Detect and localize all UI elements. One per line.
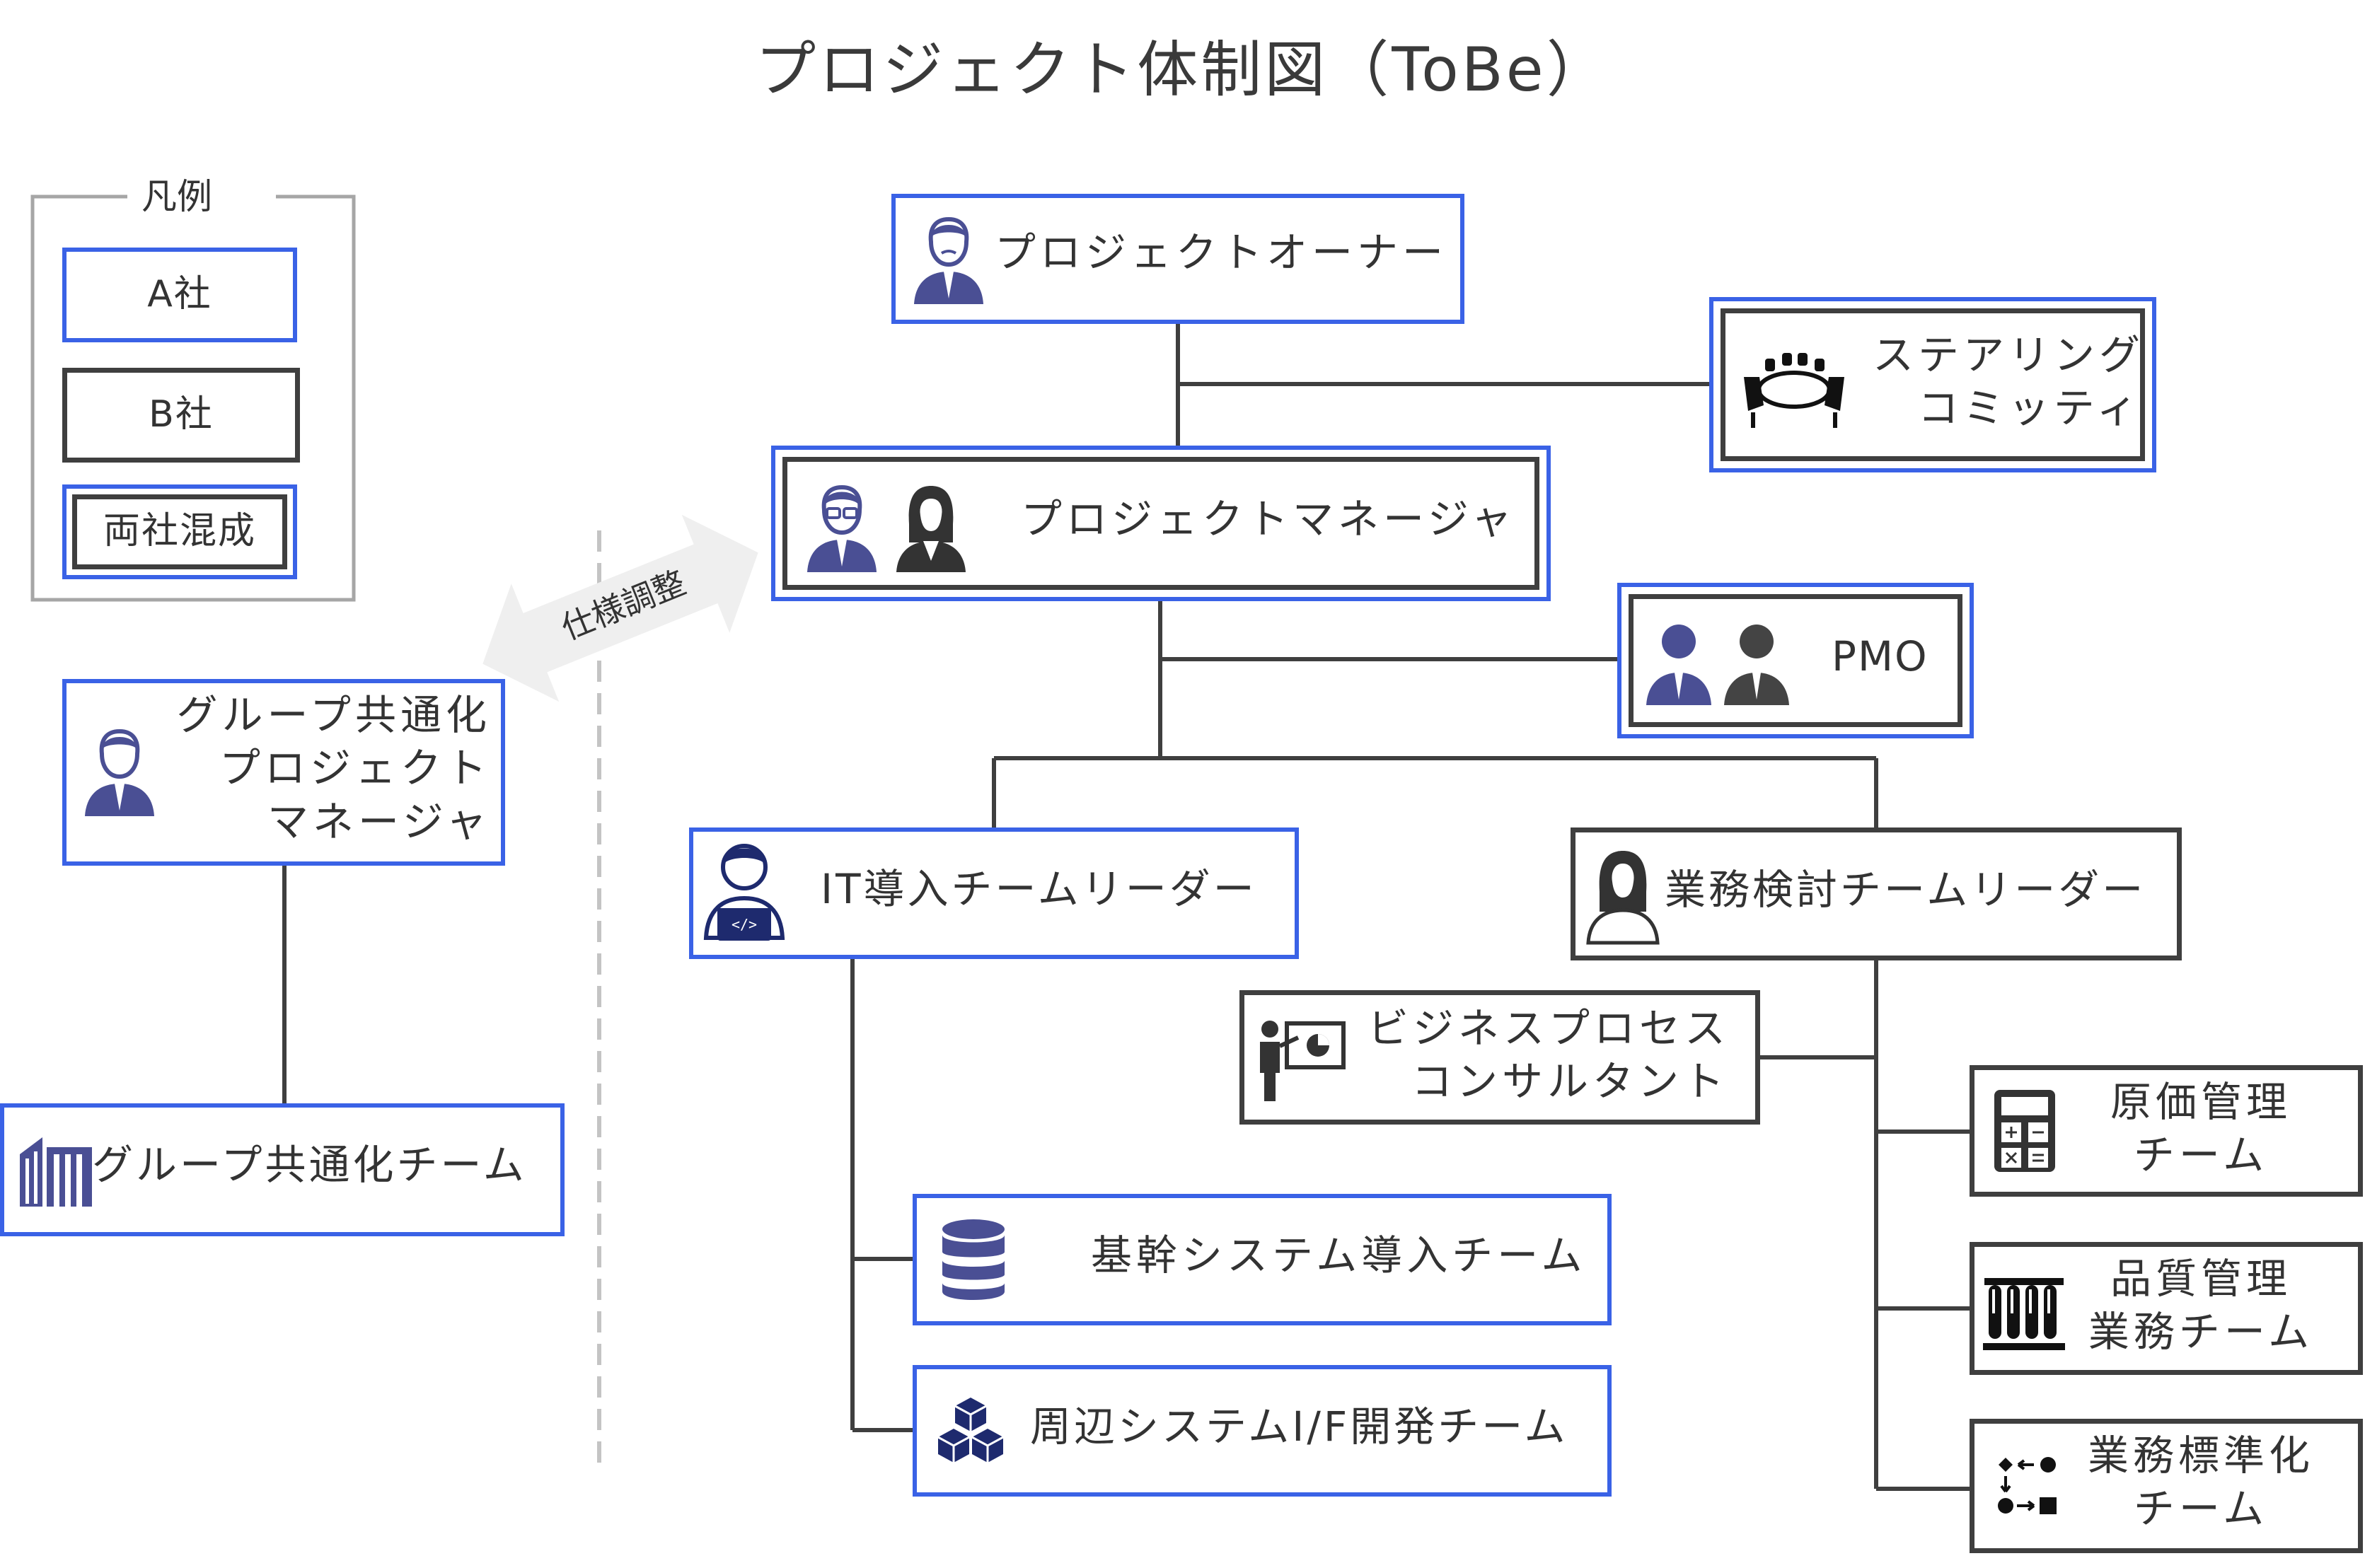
developer-icon: </> xyxy=(703,844,785,941)
legend-b-label: B社 xyxy=(149,393,214,436)
node-quality-team: 品質管理 業務チーム xyxy=(1970,1242,2363,1375)
node-project-manager: プロジェクトマネージャ xyxy=(771,446,1551,601)
bp-line-1: ビジネスプロセス xyxy=(1367,1004,1730,1052)
group-pm-line-3: マネージャ xyxy=(267,797,491,846)
cost-line-1: 原価管理 xyxy=(2110,1078,2291,1126)
node-pmo: PMO xyxy=(1617,583,1974,738)
svg-text:</>: </> xyxy=(732,916,757,933)
businessman-icon xyxy=(914,216,983,304)
manager-glasses-icon xyxy=(807,484,877,572)
woman-manager-icon xyxy=(896,486,966,572)
woman-leader-icon xyxy=(1586,851,1660,945)
node-steering-committee: ステアリング コミッティ xyxy=(1709,297,2156,472)
pmo-label: PMO xyxy=(1832,632,1929,680)
node-biz-leader: 業務検討チームリーダー xyxy=(1571,827,2182,960)
calculator-icon xyxy=(1994,1090,2055,1172)
group-pm-label: グループ共通化 プロジェクト マネージャ xyxy=(166,689,491,849)
steering-line-2: コミッティ xyxy=(1917,384,2142,433)
steering-label: ステアリング コミッティ xyxy=(1867,329,2150,436)
peripheral-label: 周辺システムI/F開発チーム xyxy=(1030,1403,1568,1451)
blocks-icon xyxy=(937,1398,1004,1463)
group-pm-line-2: プロジェクト xyxy=(219,744,491,793)
bp-line-2: コンサルタント xyxy=(1411,1057,1728,1106)
node-group-pm: グループ共通化 プロジェクト マネージャ xyxy=(62,679,505,866)
standardize-label: 業務標準化 チーム xyxy=(2066,1429,2335,1536)
presenter-icon xyxy=(1260,1021,1346,1101)
standardize-line-2: チーム xyxy=(2133,1485,2269,1533)
biz-leader-label: 業務検討チームリーダー xyxy=(1665,866,2146,914)
legend-a-company: A社 xyxy=(62,248,297,342)
node-standardize-team: 業務標準化 チーム xyxy=(1970,1419,2363,1553)
quality-label: 品質管理 業務チーム xyxy=(2066,1253,2335,1359)
owner-label: プロジェクトオーナー xyxy=(995,228,1448,277)
quality-line-2: 業務チーム xyxy=(2088,1308,2314,1357)
node-bp-consultant: ビジネスプロセス コンサルタント xyxy=(1239,990,1760,1125)
standardize-line-1: 業務標準化 xyxy=(2087,1431,2314,1480)
legend-title: 凡例 xyxy=(127,168,226,219)
legend-a-label: A社 xyxy=(147,273,212,316)
cost-line-2: チーム xyxy=(2133,1131,2269,1180)
core-system-label: 基幹システム導入チーム xyxy=(1091,1231,1587,1279)
node-peripheral-if-team: 周辺システムI/F開発チーム xyxy=(913,1365,1612,1497)
cost-mgmt-label: 原価管理 チーム xyxy=(2081,1076,2321,1183)
quality-line-1: 品質管理 xyxy=(2110,1255,2291,1303)
legend-mixed-label: 両社混成 xyxy=(103,510,256,553)
process-flow-icon xyxy=(1998,1457,2057,1514)
group-pm-icon xyxy=(85,728,154,816)
node-group-team: グループ共通化チーム xyxy=(0,1103,565,1236)
node-project-owner: プロジェクトオーナー xyxy=(891,194,1464,324)
node-it-leader: </> IT導入チームリーダー xyxy=(689,827,1299,959)
spec-arrow xyxy=(482,514,758,702)
test-tubes-icon xyxy=(1983,1278,2065,1350)
bp-consultant-label: ビジネスプロセス コンサルタント xyxy=(1358,1002,1740,1109)
pm-label: プロジェクトマネージャ xyxy=(1021,495,1516,543)
group-team-label: グループ共通化チーム xyxy=(92,1141,527,1189)
node-cost-mgmt-team: 原価管理 チーム xyxy=(1970,1065,2363,1197)
page-title: プロジェクト体制図（ToBe） xyxy=(755,35,1610,105)
database-icon xyxy=(942,1219,1005,1300)
legend-frame xyxy=(30,194,356,602)
group-pm-line-1: グループ共通化 xyxy=(176,691,491,739)
legend-mixed: 両社混成 xyxy=(62,484,297,579)
building-icon xyxy=(20,1137,92,1207)
meeting-table-icon xyxy=(1744,353,1844,428)
it-leader-label: IT導入チームリーダー xyxy=(821,865,1257,913)
legend-b-company: B社 xyxy=(62,368,300,463)
steering-line-1: ステアリング xyxy=(1872,331,2144,379)
node-core-system-team: 基幹システム導入チーム xyxy=(913,1194,1612,1325)
team-members-icon xyxy=(1646,625,1789,705)
